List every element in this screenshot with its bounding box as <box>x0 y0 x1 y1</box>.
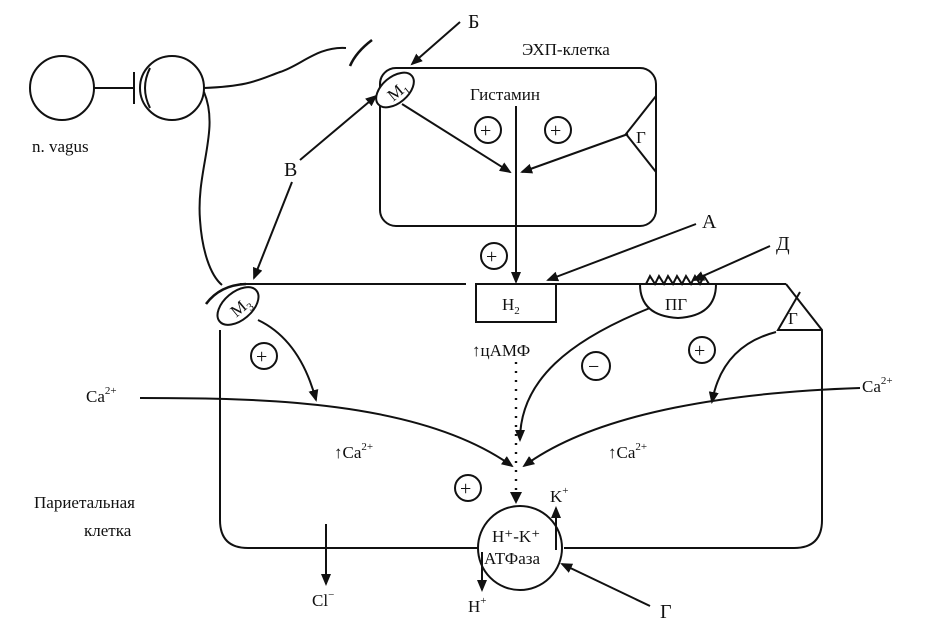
label-v: В <box>284 159 297 181</box>
label-a: А <box>702 211 717 233</box>
proton-pump-label-2: АТФаза <box>484 549 540 568</box>
m3-plus-sign: + <box>250 342 278 370</box>
arrow-ca-right-influx <box>522 387 861 468</box>
pg-receptor: ПГ <box>638 273 718 320</box>
svg-text:Н2: Н2 <box>502 295 520 317</box>
parietal-cell <box>219 283 823 549</box>
svg-text:+: + <box>256 346 267 368</box>
camp-label: ↑цАМФ <box>472 341 530 360</box>
arrow-v-to-m1 <box>299 94 378 161</box>
arrow-a <box>546 223 697 282</box>
arrow-m3-effect <box>257 319 319 402</box>
h-ion-label: H+ <box>468 595 487 616</box>
svg-text:+: + <box>694 340 705 362</box>
parietal-cell-label-1: Париетальная <box>34 493 135 512</box>
ca-outside-left: Ca2+ <box>86 385 117 406</box>
parietal-cell-label-2: клетка <box>84 521 132 540</box>
vagus-axon-to-ecl <box>203 46 347 89</box>
label-b: Б <box>468 11 479 33</box>
ecl-plus-sign-2: + <box>544 116 572 144</box>
camp-dotted-arrowhead <box>510 492 522 504</box>
svg-text:+: + <box>460 478 471 500</box>
pg-minus-sign: − <box>581 351 611 381</box>
label-g: Г <box>660 601 672 623</box>
vagus-axon-to-parietal <box>198 91 223 286</box>
vagus-neuron-2 <box>139 55 205 121</box>
arrow-gastrin-effect <box>708 331 777 404</box>
k-ion-label: K+ <box>550 485 569 506</box>
h2-receptor: Н2 <box>475 283 557 323</box>
ecl-nerve-terminal <box>348 38 373 67</box>
proton-pump: H⁺-K⁺ АТФаза <box>477 505 563 591</box>
arrow-pg-inhibition <box>515 307 651 442</box>
svg-text:−: − <box>588 356 599 378</box>
arrow-g <box>560 563 651 607</box>
m3-receptor: М3 <box>216 286 260 326</box>
svg-text:+: + <box>480 120 491 142</box>
arrow-ca-left-influx <box>139 397 514 468</box>
ca-inside-right: ↑Ca2+ <box>608 441 647 462</box>
calcium-plus-sign: + <box>454 474 482 502</box>
arrow-d <box>692 245 771 281</box>
ecl-cell <box>379 67 657 227</box>
arrow-b <box>410 21 461 66</box>
parietal-gastrin-receptor: Г <box>776 291 822 331</box>
m1-receptor: М1 <box>375 71 415 109</box>
parietal-gastrin-receptor-label: Г <box>788 309 798 328</box>
svg-text:+: + <box>550 120 561 142</box>
ca-inside-left: ↑Ca2+ <box>334 441 373 462</box>
ecl-gastrin-receptor: Г <box>624 95 657 173</box>
gastrin-plus-sign: + <box>688 336 716 364</box>
histamine-plus-sign: + <box>480 242 508 270</box>
vagus-neuron-1 <box>29 55 95 121</box>
cl-ion-label: Cl− <box>312 589 334 610</box>
arrow-v-to-m3 <box>253 181 293 280</box>
ca-outside-right: Ca2+ <box>862 375 893 396</box>
pg-receptor-label: ПГ <box>665 295 687 314</box>
vagus-synapse <box>94 67 151 109</box>
label-d: Д <box>776 233 790 255</box>
ecl-gastrin-receptor-label: Г <box>636 128 646 147</box>
arrow-m1-to-histamine <box>401 103 512 174</box>
ecl-plus-sign-1: + <box>474 116 502 144</box>
arrow-gastrin-to-histamine <box>520 133 629 174</box>
n-vagus-label: n. vagus <box>32 137 89 156</box>
histamine-label: Гистамин <box>470 85 540 104</box>
ecl-cell-label: ЭХП-клетка <box>522 40 610 59</box>
h2-receptor-label: Н <box>502 295 514 314</box>
proton-pump-label-1: H⁺-K⁺ <box>492 527 540 546</box>
svg-text:+: + <box>486 246 497 268</box>
